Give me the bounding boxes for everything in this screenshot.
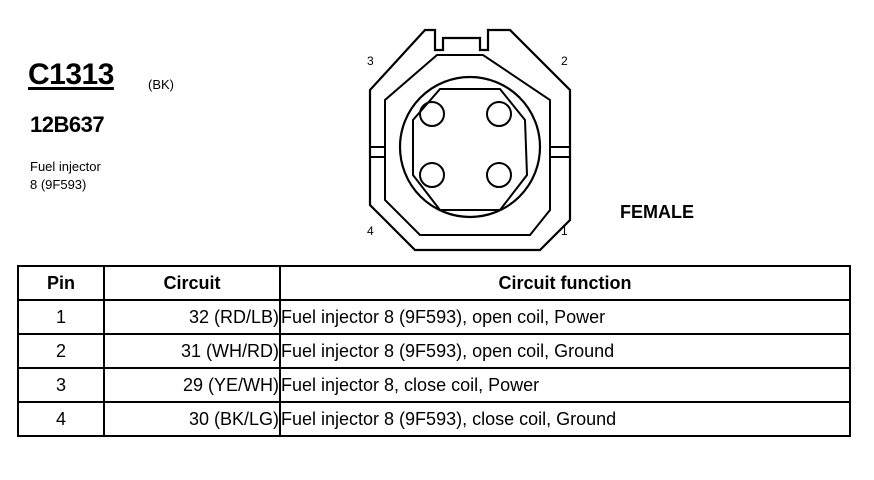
pin-cavity-1 [486,162,512,188]
connector-face-diagram: 3 2 4 1 [367,28,572,252]
description-line-1: Fuel injector [30,159,101,174]
pin-label-2: 2 [561,54,568,68]
cell-circuit: 31 (WH/RD) [103,333,281,369]
cell-circuit: 30 (BK/LG) [103,401,281,437]
cell-function: Fuel injector 8 (9F593), close coil, Gro… [279,401,851,437]
table-row: 3 29 (YE/WH) Fuel injector 8, close coil… [17,367,851,403]
header-function: Circuit function [279,265,851,301]
cell-pin: 2 [17,333,105,369]
table-row: 1 32 (RD/LB) Fuel injector 8 (9F593), op… [17,299,851,335]
pin-cavity-4 [419,162,445,188]
table-row: 2 31 (WH/RD) Fuel injector 8 (9F593), op… [17,333,851,369]
description-line-2: 8 (9F593) [30,177,87,192]
header-circuit: Circuit [103,265,281,301]
cell-function: Fuel injector 8 (9F593), open coil, Grou… [279,333,851,369]
connector-face-inner [412,88,529,211]
pin-label-1: 1 [561,224,568,238]
pin-label-3: 3 [367,54,374,68]
cell-pin: 1 [17,299,105,335]
connector-face-outer [398,75,542,219]
cell-circuit: 29 (YE/WH) [103,367,281,403]
pin-cavity-3 [419,101,445,127]
pin-cavity-2 [486,101,512,127]
table-header-row: Pin Circuit Circuit function [17,265,851,301]
part-number: 12B637 [30,112,105,137]
connector-inner-shell [384,54,551,236]
pinout-table: Pin Circuit Circuit function 1 32 (RD/LB… [17,265,851,437]
cell-pin: 3 [17,367,105,403]
table-row: 4 30 (BK/LG) Fuel injector 8 (9F593), cl… [17,401,851,437]
connector-id: C1313 [28,58,114,91]
connector-color: (BK) [148,77,174,92]
cell-pin: 4 [17,401,105,437]
pin-label-4: 4 [367,224,374,238]
connector-outer-shell [368,28,572,252]
cell-circuit: 32 (RD/LB) [103,299,281,335]
cell-function: Fuel injector 8 (9F593), open coil, Powe… [279,299,851,335]
header-pin: Pin [17,265,105,301]
cell-function: Fuel injector 8, close coil, Power [279,367,851,403]
connector-gender-label: FEMALE [620,202,694,222]
